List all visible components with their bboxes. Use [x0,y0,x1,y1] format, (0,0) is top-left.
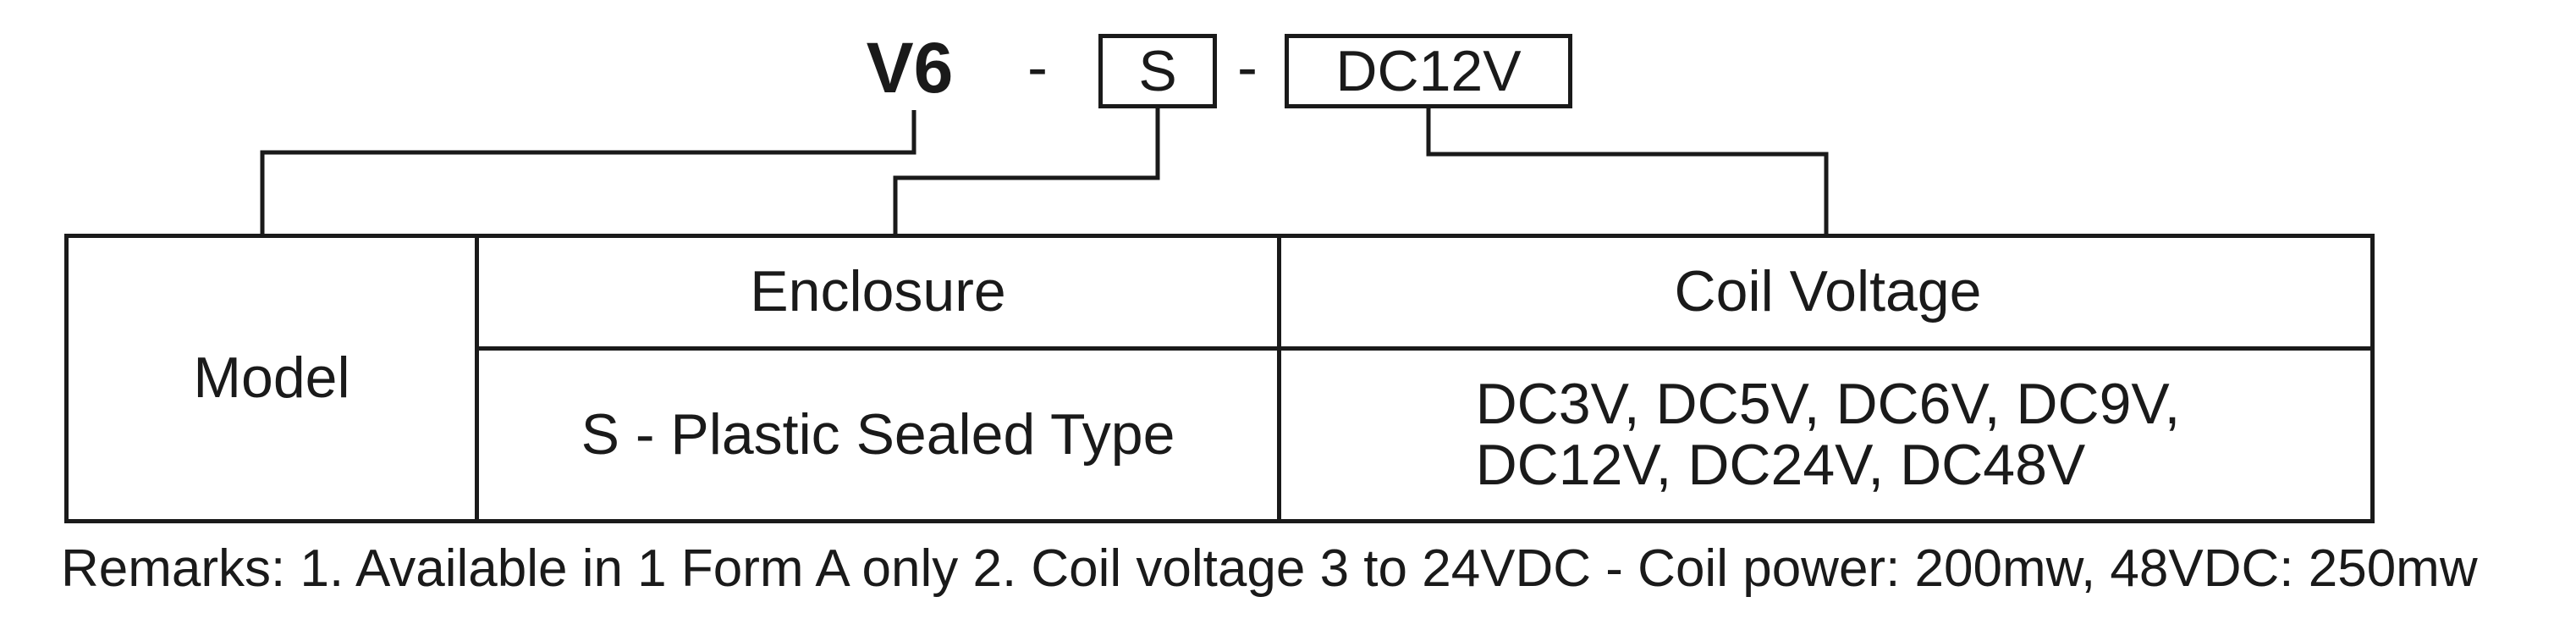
code-model: V6 [866,28,954,108]
table-divider-1 [475,238,479,519]
voltage-line-1: DC3V, DC5V, DC6V, DC9V, [1475,372,2181,437]
cell-model: Model [69,238,475,519]
enclosure-header: Enclosure [750,259,1006,324]
connector-model [260,110,916,234]
cell-voltage-value: DC3V, DC5V, DC6V, DC9V, DC12V, DC24V, DC… [1281,351,2375,519]
table-header-divider [475,346,2375,351]
remarks-text: Remarks: 1. Available in 1 Form A only 2… [61,539,2478,598]
voltage-list: DC3V, DC5V, DC6V, DC9V, DC12V, DC24V, DC… [1475,372,2181,497]
table-divider-2 [1277,238,1281,519]
code-enclosure-box: S [1098,34,1217,108]
code-separator-2: - [1237,34,1258,102]
option-table: Model Enclosure Coil Voltage S - Plastic… [64,234,2375,523]
cell-enclosure-value: S - Plastic Sealed Type [479,351,1277,519]
cell-voltage-header: Coil Voltage [1281,238,2375,346]
code-voltage-box: DC12V [1285,34,1572,108]
enclosure-value: S - Plastic Sealed Type [581,401,1175,467]
model-label: Model [193,345,350,411]
cell-enclosure-header: Enclosure [479,238,1277,346]
voltage-header: Coil Voltage [1674,259,1982,324]
code-separator-1: - [1027,34,1048,102]
connector-enclosure [893,108,1160,234]
voltage-line-2: DC12V, DC24V, DC48V [1475,432,2086,497]
connector-voltage [1426,108,1829,234]
